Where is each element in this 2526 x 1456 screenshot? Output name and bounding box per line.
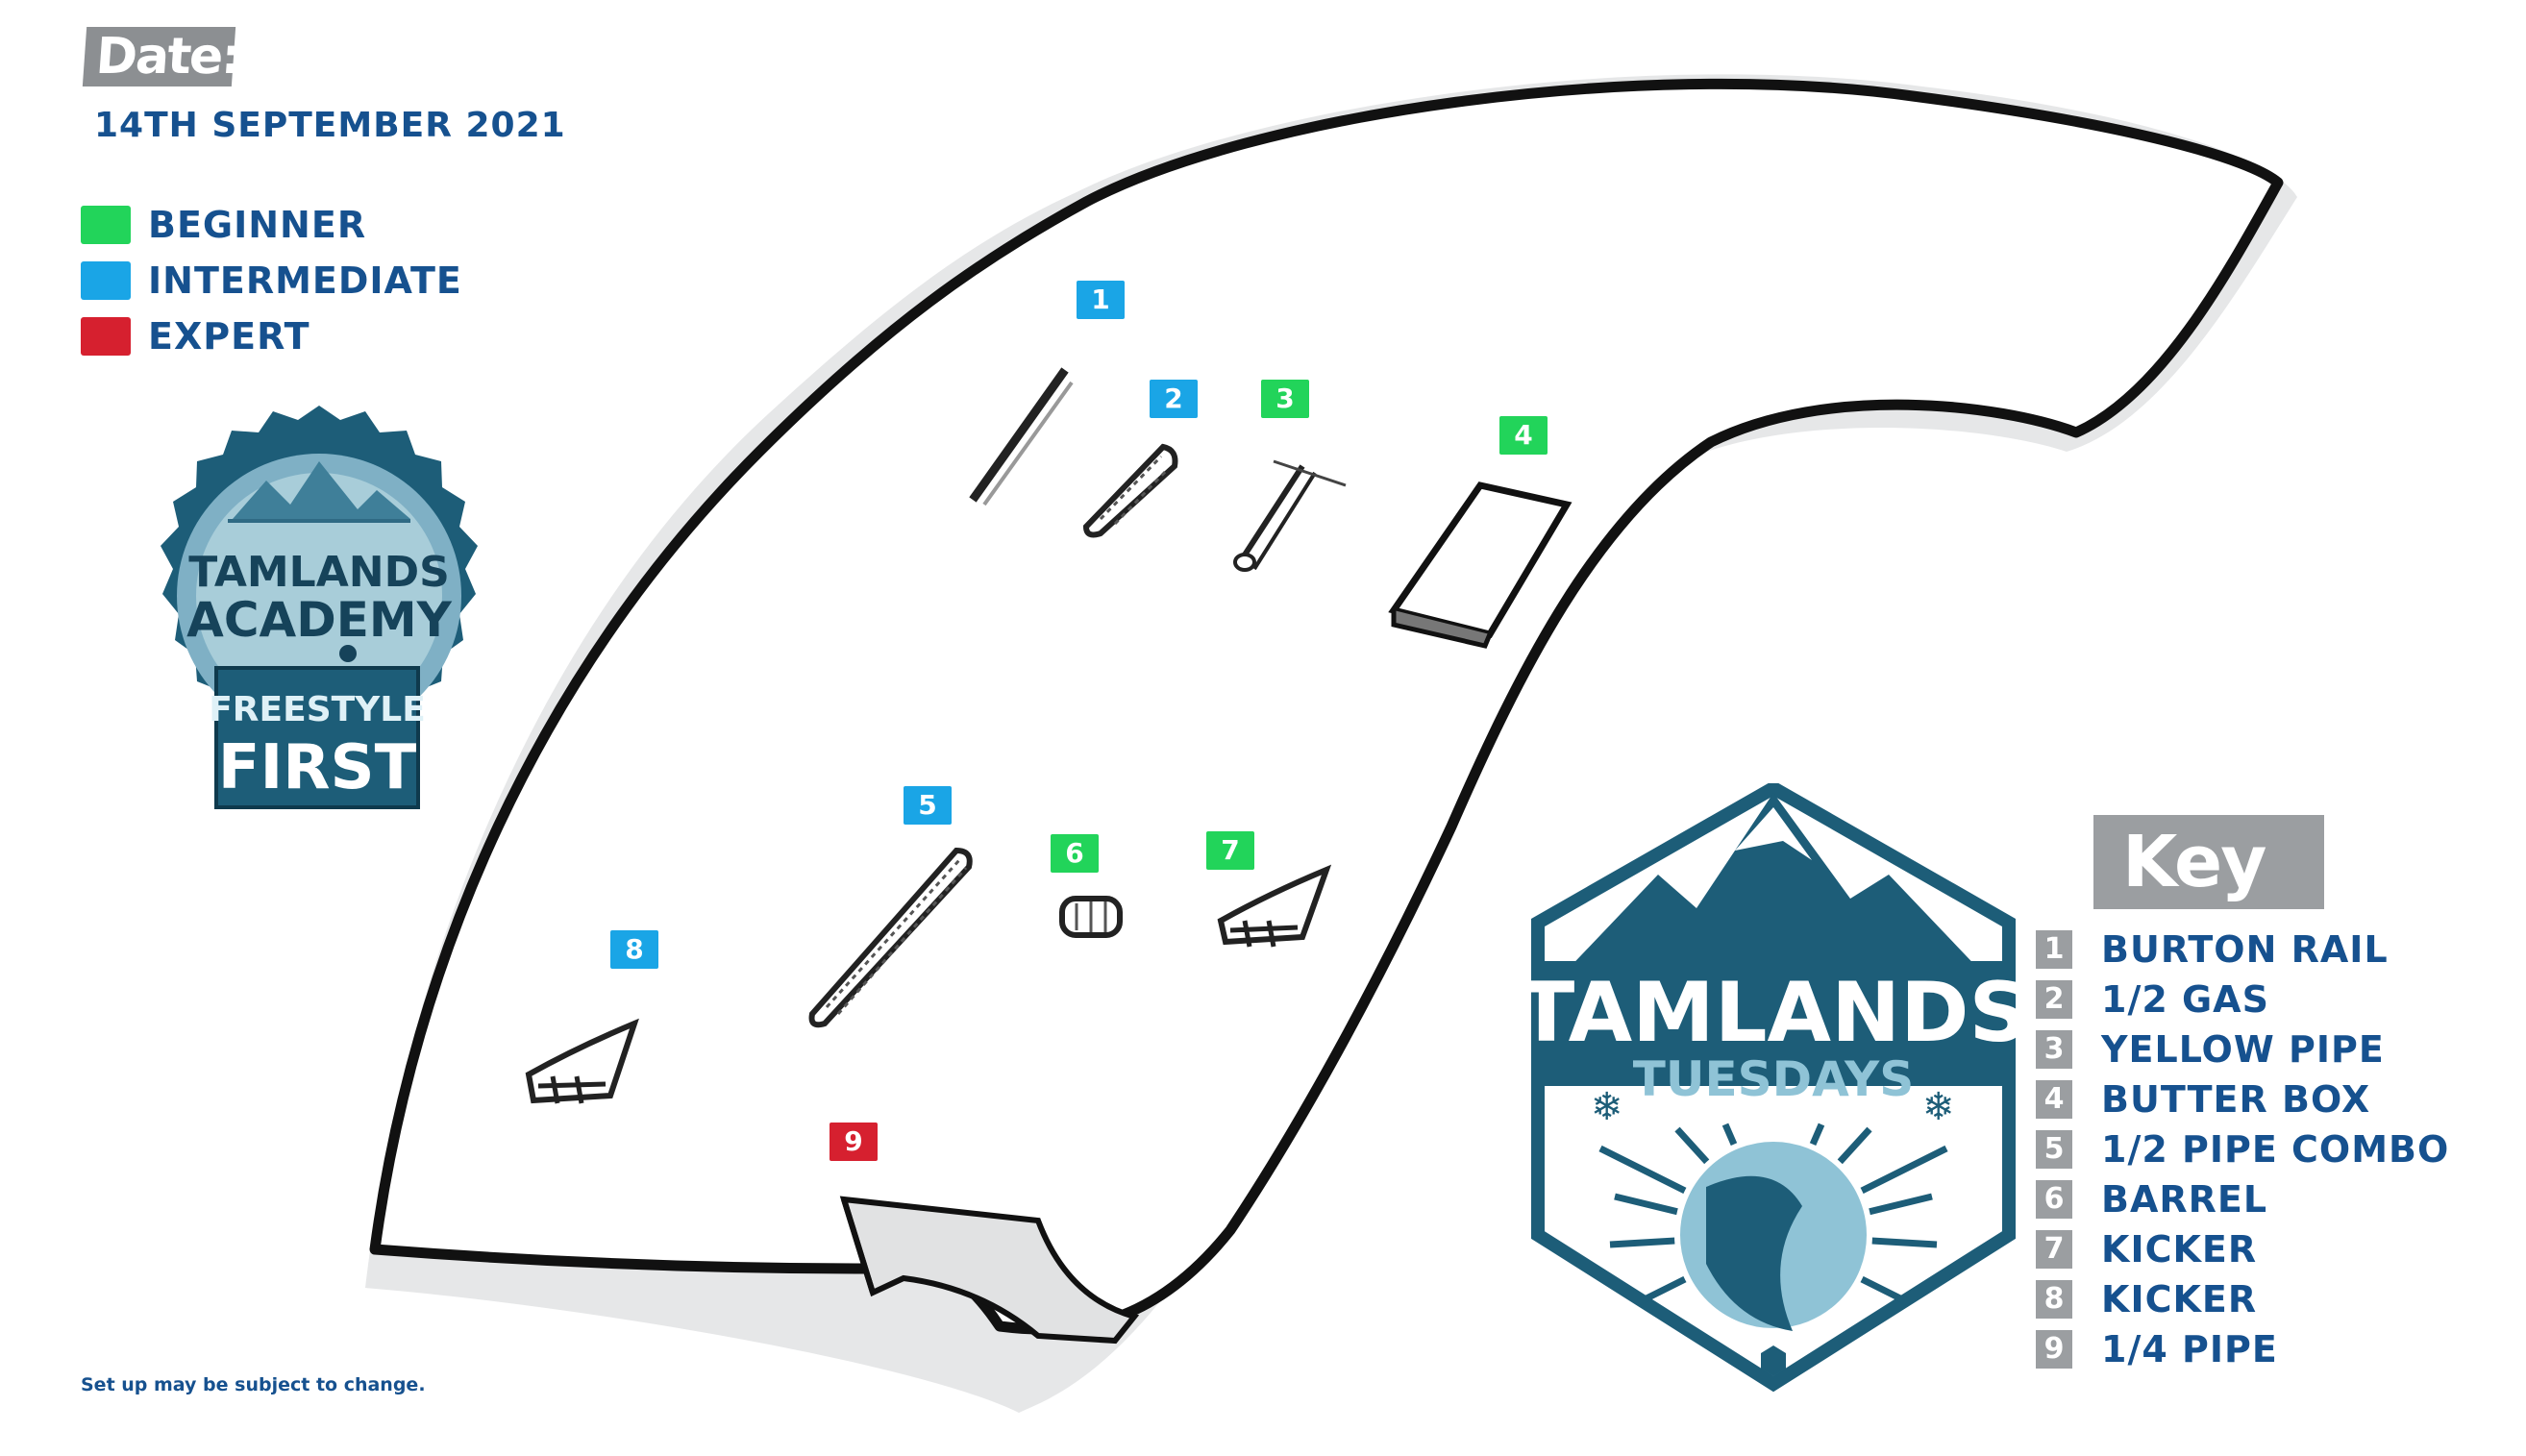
legend-intermediate: INTERMEDIATE	[81, 259, 462, 302]
slope-outline	[369, 78, 2284, 1335]
key-number: 6	[2036, 1180, 2072, 1219]
key-number: 8	[2036, 1280, 2072, 1319]
key-label: BARREL	[2101, 1178, 2268, 1221]
key-item-6: 6 BARREL	[2036, 1177, 2267, 1222]
badge-tuesdays-line2: TUESDAYS	[1633, 1051, 1915, 1107]
expert-swatch	[81, 317, 131, 356]
map-marker-2: 2	[1150, 380, 1198, 418]
key-label: BURTON RAIL	[2101, 928, 2389, 971]
date-value: 14TH SEPTEMBER 2021	[94, 106, 566, 145]
key-item-7: 7 KICKER	[2036, 1227, 2257, 1271]
key-number: 5	[2036, 1130, 2072, 1169]
feature-1-burton-rail	[969, 367, 1074, 506]
date-tag: Date:	[82, 27, 241, 86]
feature-9-quarter-pipe	[839, 1196, 1140, 1345]
map-marker-3: 3	[1261, 380, 1309, 418]
key-label: KICKER	[2101, 1278, 2258, 1320]
feature-2-half-gas	[1082, 443, 1178, 538]
key-label: KICKER	[2101, 1228, 2258, 1271]
feature-3-yellow-pipe	[1233, 459, 1347, 572]
key-item-8: 8 KICKER	[2036, 1277, 2257, 1321]
map-marker-8: 8	[610, 930, 658, 969]
key-label: BUTTER BOX	[2101, 1078, 2371, 1121]
feature-4-butter-box	[1388, 481, 1573, 649]
legend-label: BEGINNER	[148, 204, 367, 246]
intermediate-swatch	[81, 261, 131, 300]
key-item-4: 4 BUTTER BOX	[2036, 1077, 2370, 1122]
map-marker-6: 6	[1051, 834, 1099, 873]
badge-academy-line4: FIRST	[218, 732, 417, 803]
beginner-swatch	[81, 206, 131, 244]
snowflake-icon: ❄	[1922, 1085, 1955, 1129]
key-item-1: 1 BURTON RAIL	[2036, 927, 2389, 972]
key-label: 1/2 GAS	[2101, 978, 2269, 1021]
legend-label: INTERMEDIATE	[148, 259, 462, 302]
legend-label: EXPERT	[148, 315, 310, 358]
feature-8-kicker	[525, 1018, 639, 1104]
key-item-3: 3 YELLOW PIPE	[2036, 1027, 2385, 1072]
badge-academy-line2: ACADEMY	[186, 592, 453, 648]
map-marker-4: 4	[1499, 416, 1548, 455]
key-number: 7	[2036, 1230, 2072, 1269]
badge-academy-line3: FREESTYLE	[209, 690, 426, 729]
map-marker-7: 7	[1206, 831, 1254, 870]
badge-academy-line1: TAMLANDS	[188, 548, 450, 597]
tamlands-tuesdays-badge: TAMLANDS TUESDAYS ❄ ❄	[1523, 783, 2023, 1393]
legend-beginner: BEGINNER	[81, 204, 366, 246]
key-label: YELLOW PIPE	[2101, 1028, 2385, 1071]
key-label: 1/2 PIPE COMBO	[2101, 1128, 2450, 1171]
key-number: 1	[2036, 930, 2072, 969]
feature-6-barrel	[1059, 896, 1123, 938]
map-marker-9: 9	[830, 1123, 878, 1161]
badge-tuesdays-line1: TAMLANDS	[1523, 965, 2023, 1061]
key-number: 9	[2036, 1330, 2072, 1369]
map-marker-1: 1	[1077, 281, 1125, 319]
key-number: 2	[2036, 980, 2072, 1019]
key-number: 4	[2036, 1080, 2072, 1119]
key-title: Key	[2093, 815, 2324, 909]
key-number: 3	[2036, 1030, 2072, 1069]
tamlands-academy-badge: TAMLANDS ACADEMY FREESTYLE FIRST	[161, 406, 478, 809]
map-marker-5: 5	[904, 786, 952, 825]
snowflake-icon: ❄	[1591, 1085, 1623, 1129]
key-label: 1/4 PIPE	[2101, 1328, 2278, 1370]
footnote: Set up may be subject to change.	[81, 1374, 426, 1395]
key-item-9: 9 1/4 PIPE	[2036, 1327, 2278, 1371]
key-item-2: 2 1/2 GAS	[2036, 977, 2269, 1022]
legend-expert: EXPERT	[81, 315, 310, 358]
feature-5-half-pipe-combo	[808, 847, 973, 1028]
key-item-5: 5 1/2 PIPE COMBO	[2036, 1127, 2449, 1172]
feature-7-kicker	[1217, 864, 1332, 948]
